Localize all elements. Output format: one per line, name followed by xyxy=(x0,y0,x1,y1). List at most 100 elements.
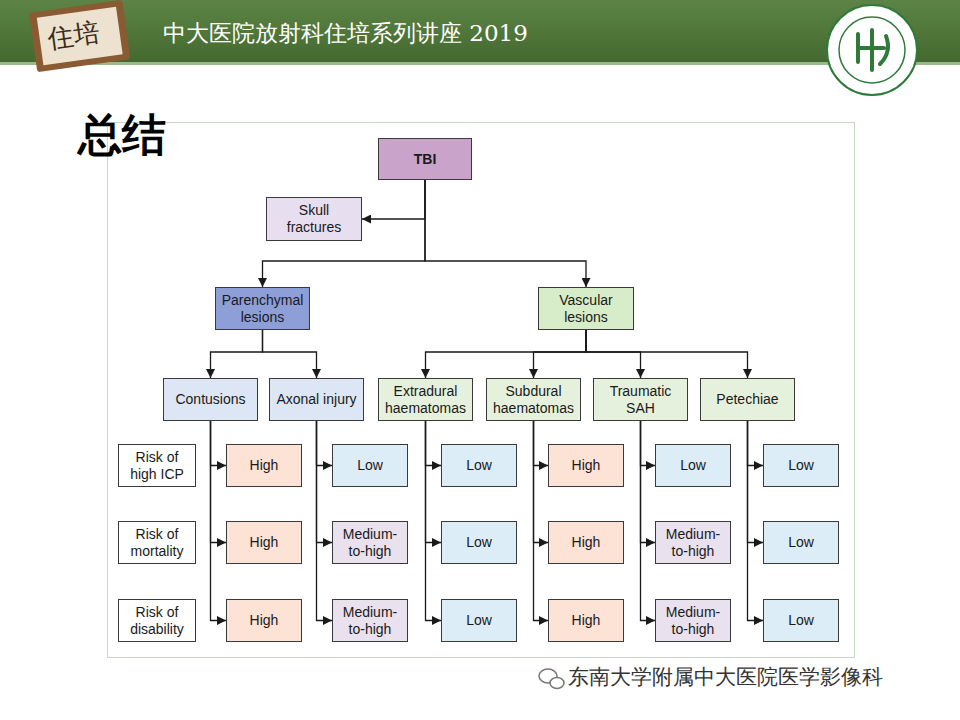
node-text: Low xyxy=(466,457,492,474)
node-text: Extradural haematomas xyxy=(383,383,468,417)
node-text: Axonal injury xyxy=(276,391,356,408)
header-title: 中大医院放射科住培系列讲座 2019 xyxy=(163,18,528,49)
node-text: Low xyxy=(680,457,706,474)
risk-cell: Medium-to-high xyxy=(655,521,731,564)
root-box: TBI xyxy=(378,138,472,180)
connector-arrow xyxy=(641,421,656,543)
node-text: Low xyxy=(466,612,492,629)
wechat-icon xyxy=(539,669,564,689)
node-text: Low xyxy=(788,534,814,551)
lesion-box: Traumatic SAH xyxy=(593,378,688,421)
node-text: Traumatic SAH xyxy=(598,383,683,417)
risk-cell: Medium-to-high xyxy=(655,599,731,642)
risk-cell: Low xyxy=(441,599,517,642)
risk-cell: Medium-to-high xyxy=(332,599,408,642)
node-text: Low xyxy=(466,534,492,551)
node-text: High xyxy=(250,612,279,629)
diagram-frame xyxy=(108,123,855,658)
tablet-logo xyxy=(29,0,130,72)
node-text: Contusions xyxy=(175,391,245,408)
logo-emblem xyxy=(858,30,888,70)
risk-cell: Low xyxy=(763,521,839,564)
node-text: Skull fractures xyxy=(271,202,357,236)
logo-ring xyxy=(827,5,917,95)
connector-arrow xyxy=(317,421,333,543)
node-text: High xyxy=(572,534,601,551)
node-text: Low xyxy=(788,457,814,474)
node-text: Risk of mortality xyxy=(123,526,191,560)
connector-arrow xyxy=(586,330,748,378)
node-text: High xyxy=(572,457,601,474)
category-box: Vascular lesions xyxy=(538,287,634,330)
connector-arrow xyxy=(641,421,656,621)
connector-arrow xyxy=(211,421,227,543)
node-text: Low xyxy=(788,612,814,629)
row-header: Risk of high ICP xyxy=(118,444,196,487)
connector-arrow xyxy=(263,180,426,287)
row-header: Risk of disability xyxy=(118,599,196,642)
category-box: Skull fractures xyxy=(266,197,362,241)
node-text: Medium-to-high xyxy=(660,604,726,638)
connector-arrow xyxy=(426,421,442,543)
node-text: Medium-to-high xyxy=(337,604,403,638)
connector-arrow xyxy=(425,180,586,287)
risk-cell: Low xyxy=(332,444,408,487)
node-text: Risk of disability xyxy=(123,604,191,638)
node-text: High xyxy=(250,457,279,474)
wechat-bubble xyxy=(550,678,564,689)
node-text: Medium-to-high xyxy=(337,526,403,560)
connector-arrow xyxy=(263,330,317,378)
hospital-logo xyxy=(827,5,917,95)
connector-arrow xyxy=(211,330,263,378)
connector-arrow xyxy=(748,421,764,621)
tablet-face xyxy=(37,7,123,66)
risk-cell: High xyxy=(548,599,624,642)
lesion-box: Subdural haematomas xyxy=(486,378,581,421)
connector-arrow xyxy=(534,330,587,378)
node-text: High xyxy=(250,534,279,551)
risk-cell: Low xyxy=(441,444,517,487)
connector-arrow xyxy=(748,421,764,466)
risk-cell: High xyxy=(226,444,302,487)
risk-cell: Low xyxy=(655,444,731,487)
header-rule xyxy=(0,62,960,65)
header-band xyxy=(0,0,960,62)
connector-arrow xyxy=(317,421,333,466)
risk-cell: High xyxy=(226,599,302,642)
risk-cell: Low xyxy=(441,521,517,564)
connector-arrow xyxy=(211,421,227,466)
row-header: Risk of mortality xyxy=(118,521,196,564)
risk-cell: Medium-to-high xyxy=(332,521,408,564)
connector-arrow xyxy=(534,421,549,466)
node-text: Risk of high ICP xyxy=(123,449,191,483)
connector-arrow xyxy=(586,330,641,378)
node-text: Low xyxy=(357,457,383,474)
risk-cell: High xyxy=(548,521,624,564)
node-text: Medium-to-high xyxy=(660,526,726,560)
node-text: Petechiae xyxy=(716,391,778,408)
connector-arrow xyxy=(426,421,442,466)
risk-cell: Low xyxy=(763,444,839,487)
lesion-box: Axonal injury xyxy=(269,378,364,421)
connector-arrow xyxy=(317,421,333,621)
connector-arrow xyxy=(362,180,425,219)
risk-cell: Low xyxy=(763,599,839,642)
connector-arrow xyxy=(211,421,227,621)
tablet-text: 住培 xyxy=(46,15,102,57)
slide-title: 总结 xyxy=(78,106,166,165)
lesion-box: Extradural haematomas xyxy=(378,378,473,421)
tablet-frame xyxy=(29,0,130,72)
connector-arrow xyxy=(426,330,587,378)
connector-arrow xyxy=(534,421,549,621)
lesion-box: Petechiae xyxy=(700,378,795,421)
lesion-box: Contusions xyxy=(163,378,258,421)
connector-arrow xyxy=(641,421,656,466)
risk-cell: High xyxy=(548,444,624,487)
node-text: Vascular lesions xyxy=(543,292,629,326)
node-text: High xyxy=(572,612,601,629)
watermark: 东南大学附属中大医院医学影像科 xyxy=(568,663,883,691)
category-box: Parenchymal lesions xyxy=(215,287,310,330)
node-text: Subdural haematomas xyxy=(491,383,576,417)
connector-arrow xyxy=(426,421,442,621)
